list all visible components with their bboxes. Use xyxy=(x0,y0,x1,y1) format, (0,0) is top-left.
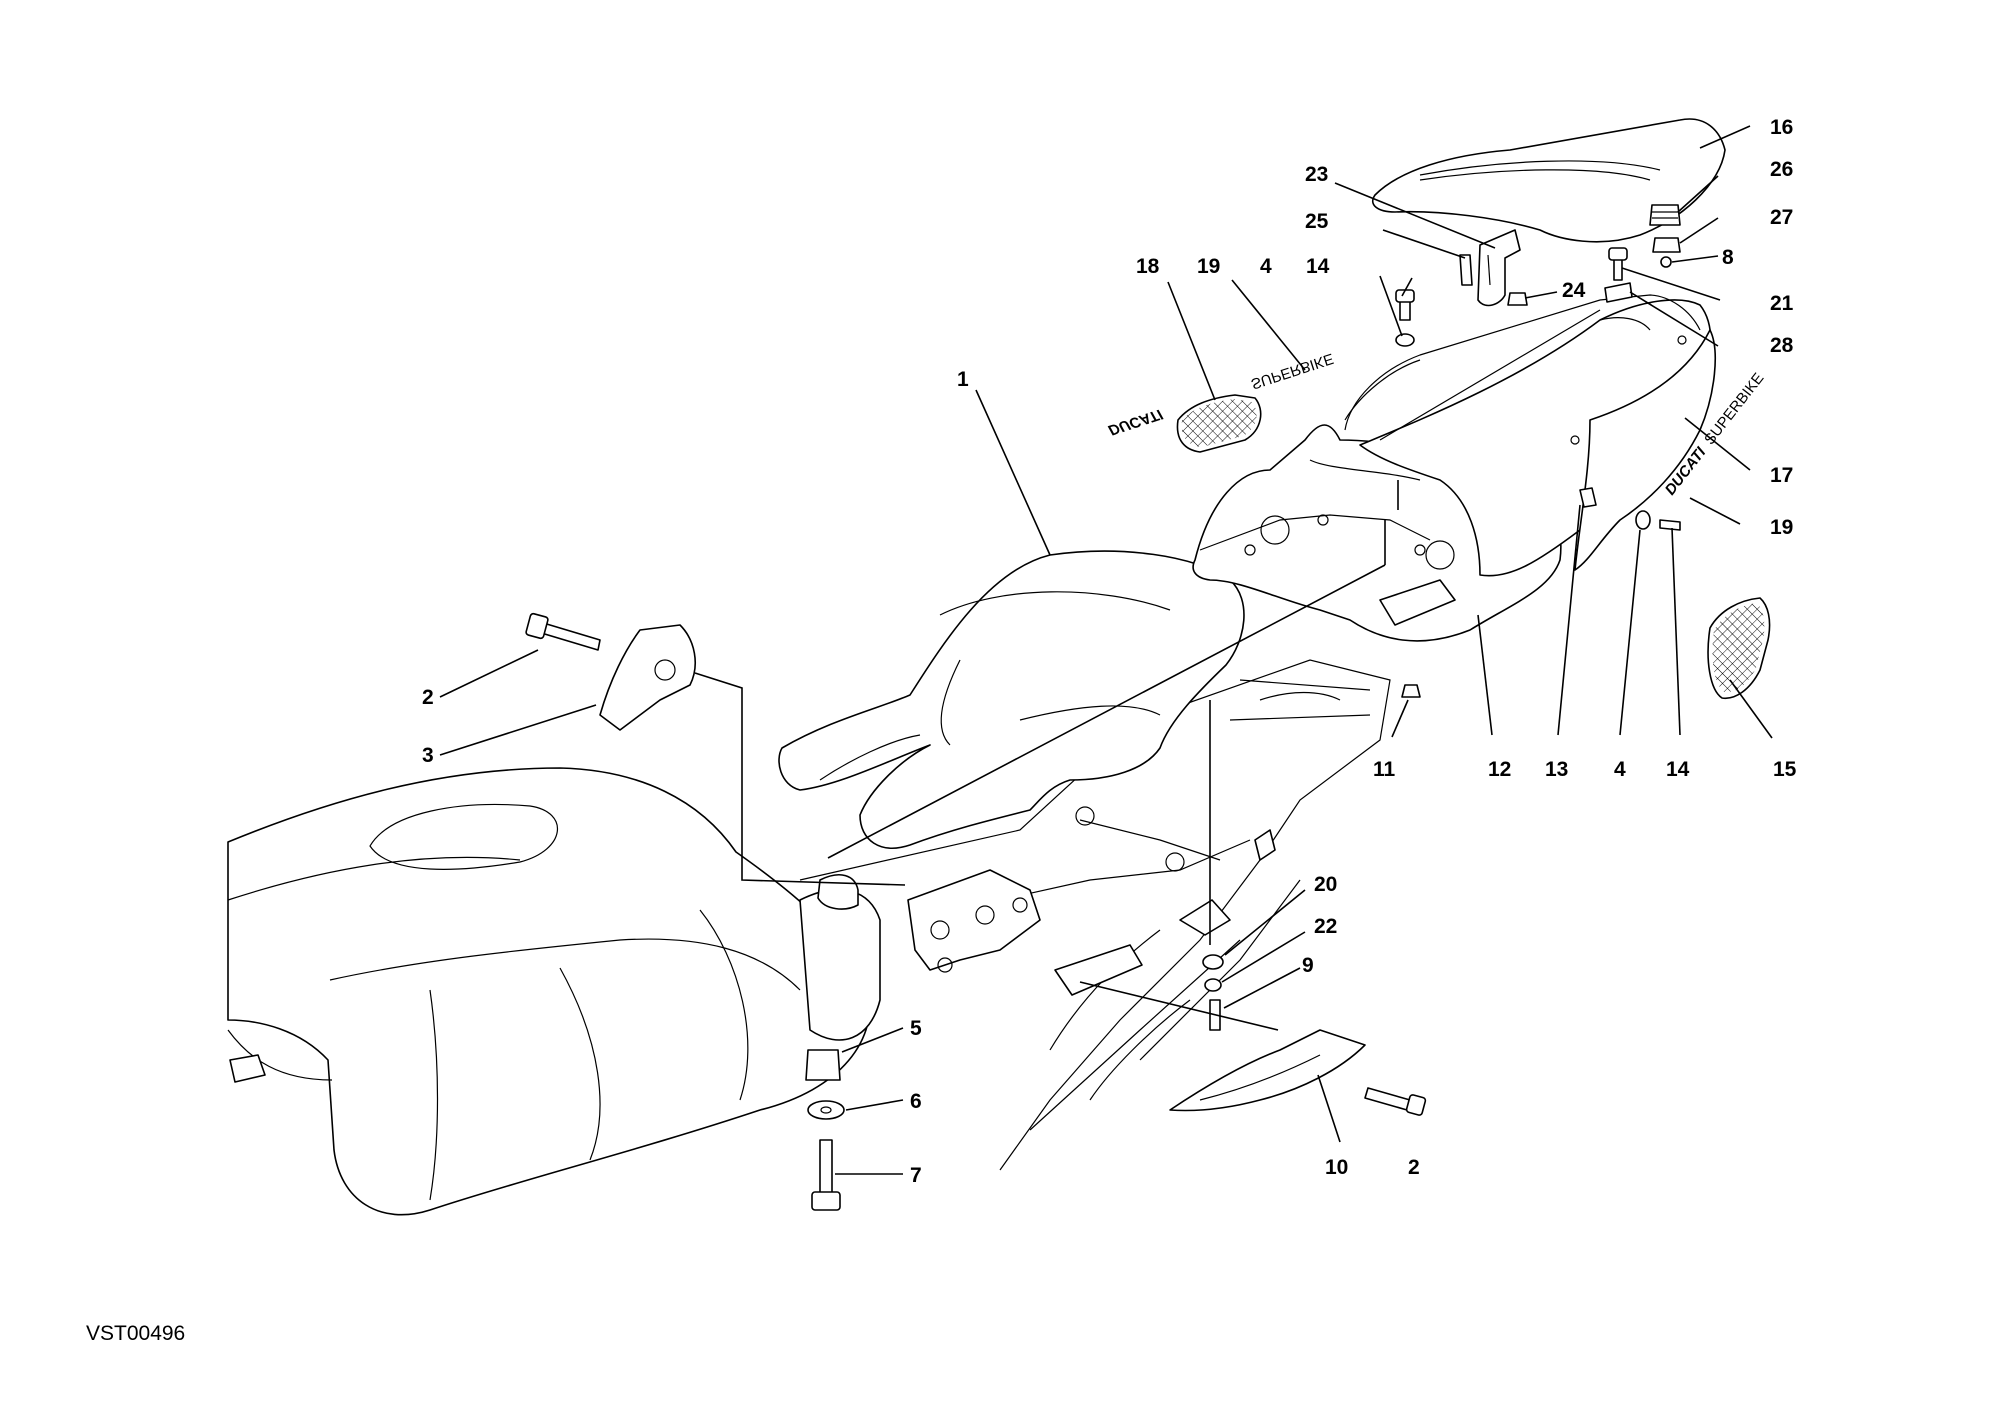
callout-28: 28 xyxy=(1770,334,1794,357)
nut-24 xyxy=(1507,292,1528,306)
screw-21 xyxy=(1613,257,1623,281)
bolt-2-lower xyxy=(1364,1087,1411,1111)
callout-20: 20 xyxy=(1314,873,1337,896)
ring-8 xyxy=(1660,256,1672,268)
callout-9: 9 xyxy=(1302,954,1314,977)
callout-labels: 1 2 3 5 6 7 8 9 10 2 11 12 13 4 14 15 16… xyxy=(422,116,1797,1187)
grommet-5 xyxy=(805,1049,841,1081)
washer-6 xyxy=(807,1100,845,1120)
passenger-seat xyxy=(1371,118,1726,243)
side-panel-10 xyxy=(1169,1029,1366,1112)
callout-17: 17 xyxy=(1770,464,1793,487)
callout-5: 5 xyxy=(910,1017,922,1040)
callout-leaders xyxy=(439,125,1773,1175)
mesh-grille-15 xyxy=(1707,597,1771,699)
washer-22 xyxy=(1204,978,1222,992)
callout-19-upper: 19 xyxy=(1197,255,1220,278)
callout-3: 3 xyxy=(422,744,434,767)
hardware-parts xyxy=(525,204,1681,1211)
washer-4-upper xyxy=(1395,333,1415,347)
callout-2-lower: 2 xyxy=(1408,1156,1420,1179)
bolt-14-right xyxy=(1659,519,1681,531)
decal-model-upper: SUPERBIKE xyxy=(1249,350,1336,393)
cap-27 xyxy=(1652,237,1681,253)
bolt-7 xyxy=(819,1139,833,1196)
callout-10: 10 xyxy=(1325,1156,1348,1179)
bracket-3 xyxy=(599,624,696,731)
decal-brand-upper: DUCATI xyxy=(1106,405,1165,439)
tail-cowl xyxy=(1359,299,1716,577)
callout-16: 16 xyxy=(1770,116,1793,139)
rider-seat xyxy=(778,550,1245,849)
callout-19-lower: 19 xyxy=(1770,516,1793,539)
callout-13: 13 xyxy=(1545,758,1568,781)
callout-4-upper: 4 xyxy=(1260,255,1272,278)
fuel-tank xyxy=(227,767,881,1216)
drawing-reference-code: VST00496 xyxy=(86,1322,186,1345)
callout-15: 15 xyxy=(1773,758,1797,781)
callout-27: 27 xyxy=(1770,206,1793,229)
lock-28 xyxy=(1604,282,1633,303)
callout-2-upper: 2 xyxy=(422,686,434,709)
mesh-grille-18 xyxy=(1176,394,1262,453)
callout-11: 11 xyxy=(1373,758,1396,781)
latch-13 xyxy=(1579,487,1597,508)
callout-12: 12 xyxy=(1488,758,1511,781)
latch-cable-inner xyxy=(1344,359,1421,421)
rubber-25 xyxy=(1459,254,1473,286)
assembly-lines xyxy=(694,480,1399,1031)
latch-cable xyxy=(1344,294,1701,431)
callout-21: 21 xyxy=(1770,292,1794,315)
seat-mount-bracket xyxy=(817,869,1041,973)
callout-22: 22 xyxy=(1314,915,1337,938)
callout-8: 8 xyxy=(1722,246,1734,269)
bolt-2-upper xyxy=(537,621,601,651)
seat-latch-bracket xyxy=(1477,229,1521,307)
washer-20 xyxy=(1202,954,1224,970)
callout-6: 6 xyxy=(910,1090,922,1113)
callout-23: 23 xyxy=(1305,163,1328,186)
callout-4-lower: 4 xyxy=(1614,758,1626,781)
rear-frame xyxy=(799,659,1391,1171)
callout-25: 25 xyxy=(1305,210,1329,233)
callout-14-lower: 14 xyxy=(1666,758,1690,781)
callout-7: 7 xyxy=(910,1164,922,1187)
nut-11 xyxy=(1401,684,1421,698)
bolt-14-upper xyxy=(1399,299,1411,321)
callout-18: 18 xyxy=(1136,255,1160,278)
callout-14-upper: 14 xyxy=(1306,255,1330,278)
callout-26: 26 xyxy=(1770,158,1793,181)
spring-26 xyxy=(1649,204,1681,226)
washer-4-right xyxy=(1635,510,1651,530)
callout-1: 1 xyxy=(957,368,969,391)
callout-24: 24 xyxy=(1562,279,1586,302)
